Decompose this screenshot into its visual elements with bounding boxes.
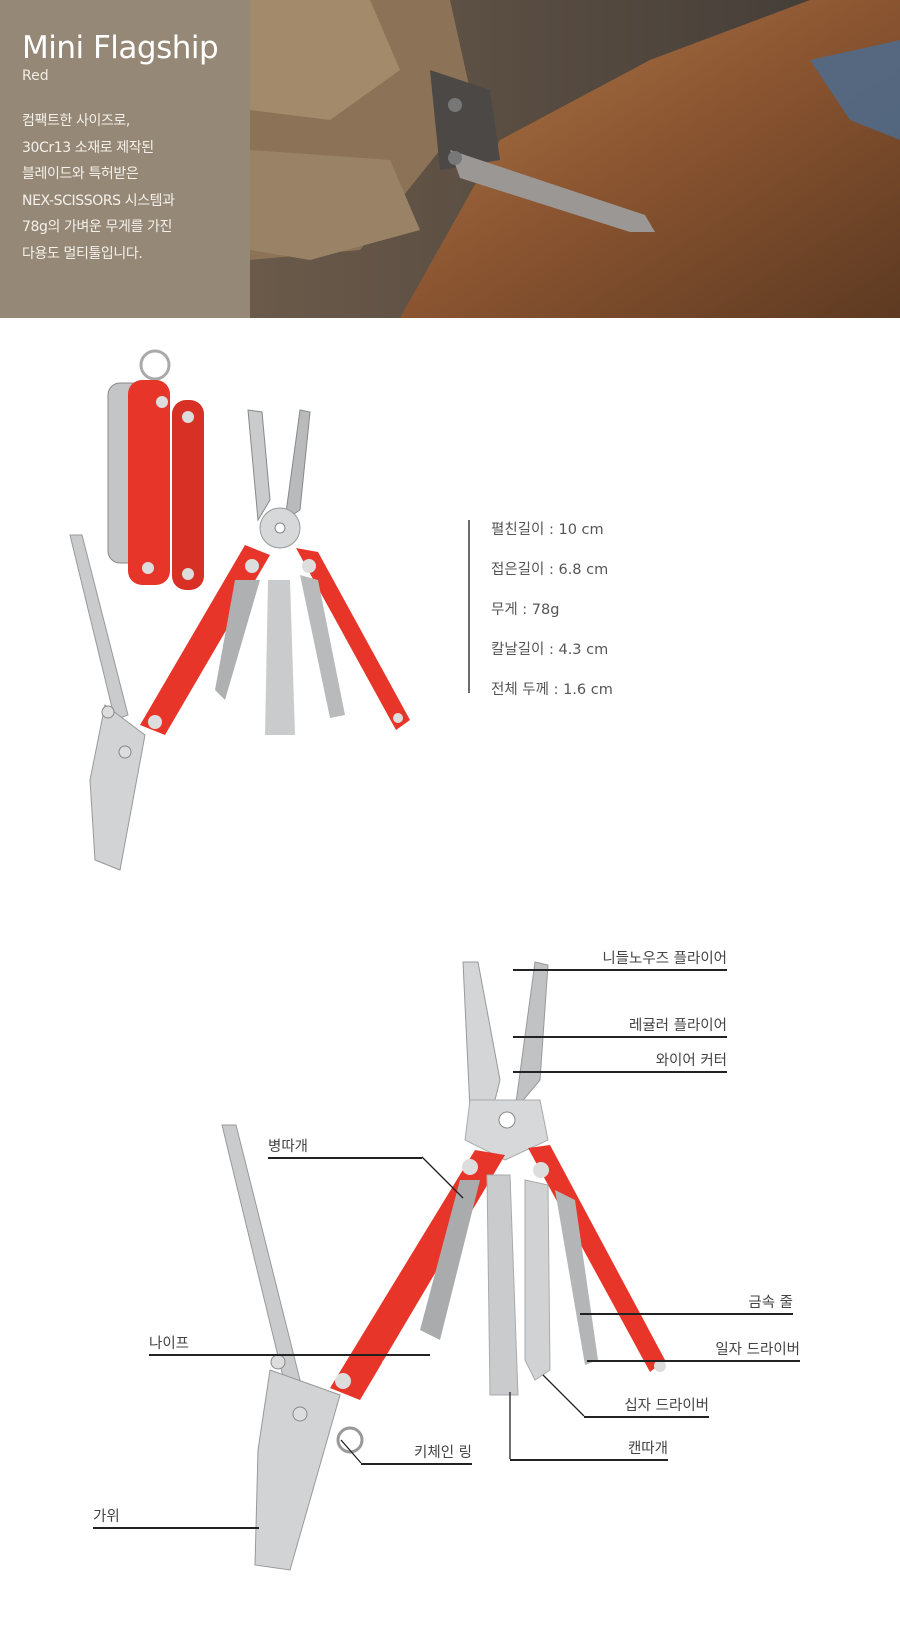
hero-photo [250,0,900,318]
leader-line [268,1157,422,1159]
hero-text-panel: Mini Flagship Red 컴팩트한 사이즈로, 30Cr13 소재로 … [0,0,250,318]
spec-blade-length: 칼날길이 : 4.3 cm [491,642,609,658]
leader-line [580,1313,793,1315]
leader-line [93,1527,259,1529]
leader-line [149,1354,430,1356]
leader-line [584,1416,709,1418]
label-can-opener: 캔따개 [627,1441,668,1457]
product-color: Red [22,68,49,84]
leader-line [587,1360,800,1362]
label-needle-nose-pliers: 니들노우즈 플라이어 [602,951,727,967]
label-flat-driver: 일자 드라이버 [715,1342,800,1358]
leader-line [513,1071,727,1073]
spec-unfolded-length: 펼친길이 : 10 cm [491,522,604,538]
label-scissors: 가위 [93,1509,120,1525]
spec-list: 펼친길이 : 10 cm 접은길이 : 6.8 cm 무게 : 78g 칼날길이… [468,520,613,698]
label-phillips-driver: 십자 드라이버 [624,1398,709,1414]
folded-multitool [107,349,204,590]
product-title: Mini Flagship [22,30,219,66]
hero-banner: Mini Flagship Red 컴팩트한 사이즈로, 30Cr13 소재로 … [0,0,900,318]
leader-line [513,1036,727,1038]
label-wire-cutter: 와이어 커터 [655,1053,727,1069]
label-bottle-opener: 병따개 [268,1139,309,1155]
label-metal-file: 금속 줄 [748,1295,793,1311]
label-knife: 나이프 [149,1336,190,1352]
product-image-folded-and-open: NexTool [69,349,410,871]
spec-thickness: 전체 두께 : 1.6 cm [491,682,613,698]
parts-diagram-image: NexTool [221,961,666,1571]
leader-line [513,969,727,971]
spec-folded-length: 접은길이 : 6.8 cm [491,562,609,578]
label-keychain-ring: 키체인 링 [414,1445,472,1461]
spec-weight: 무게 : 78g [491,602,560,618]
label-regular-pliers: 레귤러 플라이어 [629,1018,727,1034]
leader-line [361,1463,472,1465]
leader-line [510,1459,668,1461]
product-description: 컴팩트한 사이즈로, 30Cr13 소재로 제작된 블레이드와 특허받은 NEX… [22,113,175,262]
open-multitool: NexTool [69,409,410,871]
